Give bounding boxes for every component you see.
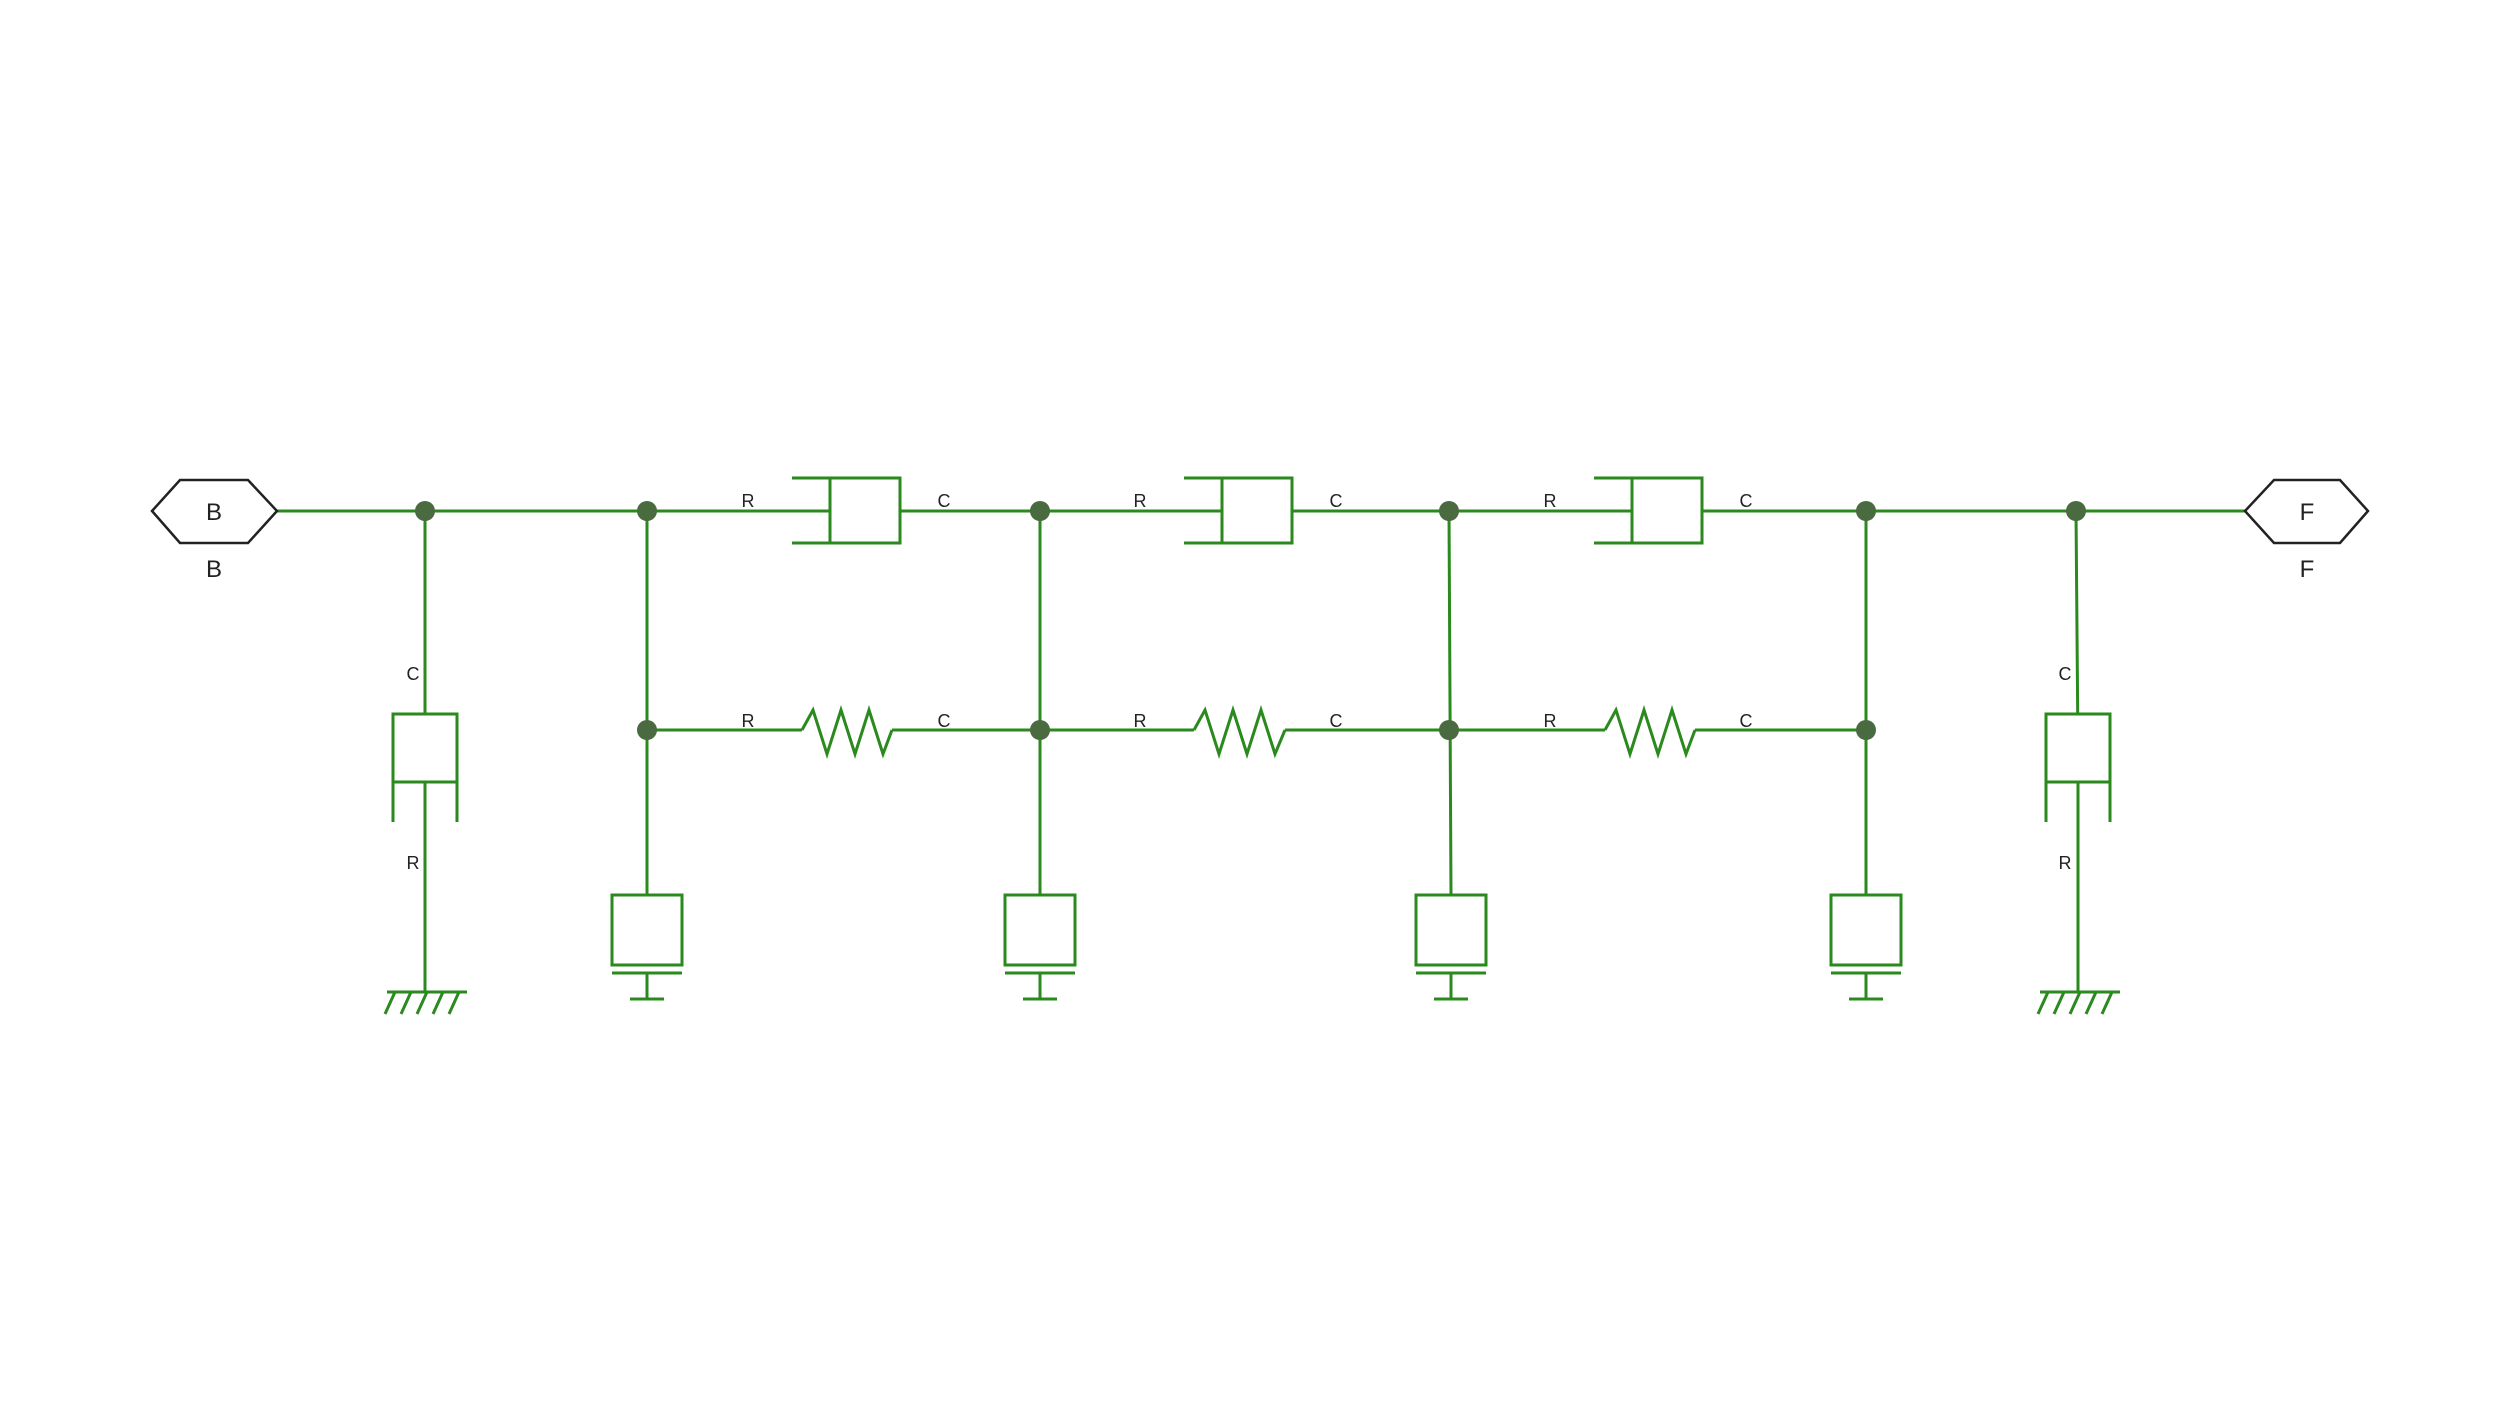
port-b-label: B — [206, 499, 222, 526]
port-b-caption: B — [206, 556, 222, 583]
pin-label-r: R — [1134, 491, 1147, 511]
fixed-ground-right — [2036, 990, 2120, 1015]
junction-node[interactable] — [1030, 501, 1050, 521]
junction-node[interactable] — [1439, 501, 1459, 521]
port-f[interactable]: F — [2243, 478, 2370, 545]
pin-label-c: C — [1330, 491, 1343, 511]
pin-label-r: R — [2059, 853, 2072, 873]
series-spring-3 — [1603, 705, 1697, 759]
series-damper-2 — [1184, 476, 1294, 545]
pin-label-r: R — [1134, 711, 1147, 731]
pin-label-r: R — [742, 711, 755, 731]
pin-label-c: C — [1740, 491, 1753, 511]
pin-label-r: R — [742, 491, 755, 511]
shunt-damper-right — [2044, 712, 2112, 822]
junction-node[interactable] — [415, 501, 435, 521]
junction-node[interactable] — [1856, 720, 1876, 740]
pin-label-c: C — [1740, 711, 1753, 731]
junction-node[interactable] — [637, 720, 657, 740]
pin-label-r: R — [407, 853, 420, 873]
mass-3 — [1414, 893, 1488, 1001]
mass-1 — [610, 893, 684, 1001]
pin-label-r: R — [1544, 711, 1557, 731]
mass-2 — [1003, 893, 1077, 1001]
port-b[interactable]: B — [150, 478, 279, 545]
pin-labels: R C R C R C R C R C R C C R C R — [407, 491, 2072, 873]
shunt-damper-left — [391, 712, 459, 822]
fixed-ground-left — [383, 990, 467, 1015]
junction-nodes — [415, 501, 2086, 740]
port-f-caption: F — [2300, 556, 2315, 583]
pin-label-c: C — [938, 491, 951, 511]
port-f-label: F — [2300, 499, 2315, 526]
pin-label-c: C — [938, 711, 951, 731]
junction-node[interactable] — [1030, 720, 1050, 740]
mass-4 — [1829, 893, 1903, 1001]
junction-node[interactable] — [637, 501, 657, 521]
pin-label-c: C — [407, 664, 420, 684]
series-damper-1 — [792, 476, 902, 545]
vertical-branches — [423, 510, 2080, 992]
series-spring-1 — [800, 705, 894, 759]
junction-node[interactable] — [1439, 720, 1459, 740]
series-spring-2 — [1192, 705, 1287, 759]
junction-node[interactable] — [2066, 501, 2086, 521]
series-damper-3 — [1594, 476, 1704, 545]
pin-label-c: C — [1330, 711, 1343, 731]
junction-node[interactable] — [1856, 501, 1876, 521]
pin-label-c: C — [2059, 664, 2072, 684]
pin-label-r: R — [1544, 491, 1557, 511]
